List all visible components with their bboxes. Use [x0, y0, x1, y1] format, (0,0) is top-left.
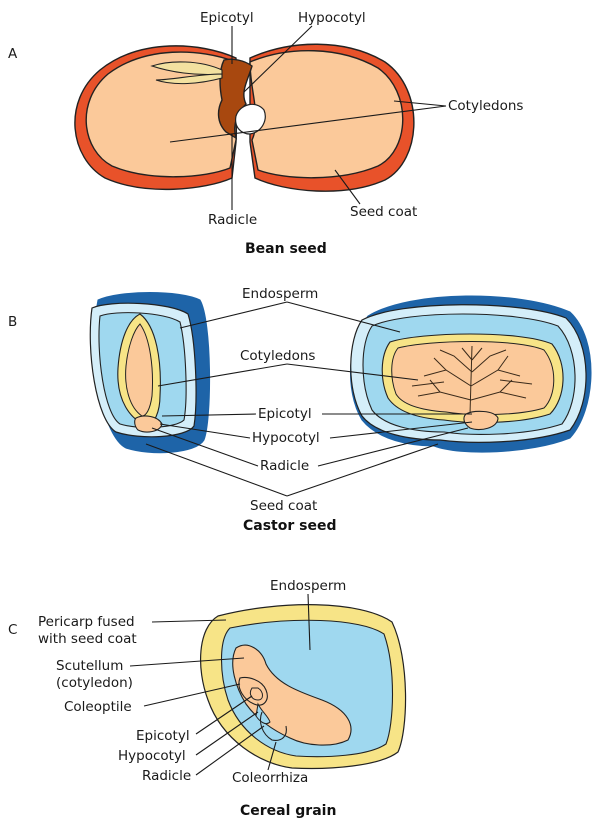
cereal-coleoptile-label: Coleoptile	[64, 699, 132, 715]
cereal-grain-panel: C Endosperm Pericarp fused with seed coa…	[8, 578, 406, 819]
cereal-coleorrhiza-label: Coleorrhiza	[232, 770, 308, 786]
panel-c-letter: C	[8, 622, 17, 638]
castor-cross-cotyledon	[392, 342, 554, 415]
panel-b-letter: B	[8, 314, 17, 330]
bean-cotyledons-label: Cotyledons	[448, 98, 523, 114]
castor-epicotyl-label: Epicotyl	[258, 406, 312, 422]
cereal-scutellum-label-1: Scutellum	[56, 658, 123, 674]
castor-seed-coat-leader-2	[287, 444, 438, 496]
bean-caption: Bean seed	[245, 241, 327, 257]
cereal-epicotyl-label: Epicotyl	[136, 728, 190, 744]
castor-endosperm-label: Endosperm	[242, 286, 318, 302]
cereal-hypocotyl-label: Hypocotyl	[118, 748, 186, 764]
castor-radicle-label: Radicle	[260, 458, 309, 474]
panel-a-letter: A	[8, 46, 18, 62]
castor-cotyledons-label: Cotyledons	[240, 348, 315, 364]
cereal-pericarp-label-2: with seed coat	[38, 631, 137, 647]
cereal-caption: Cereal grain	[240, 803, 336, 819]
castor-hypocotyl-label: Hypocotyl	[252, 430, 320, 446]
bean-epicotyl-label: Epicotyl	[200, 10, 254, 26]
castor-seed-panel: B	[8, 286, 591, 534]
cereal-endosperm-label: Endosperm	[270, 578, 346, 594]
cereal-radicle-label: Radicle	[142, 768, 191, 784]
bean-seed-panel: A Epicotyl Hypocotyl Cotyledons Radicle …	[8, 10, 523, 257]
castor-caption: Castor seed	[243, 518, 337, 534]
cereal-pericarp-label-1: Pericarp fused	[38, 614, 135, 630]
bean-seed-coat-label: Seed coat	[350, 204, 417, 220]
cereal-epicotyl	[250, 688, 262, 700]
castor-seed-coat-label: Seed coat	[250, 498, 317, 514]
bean-radicle-label: Radicle	[208, 212, 257, 228]
cereal-scutellum-label-2: (cotyledon)	[56, 675, 133, 691]
bean-hypocotyl-label: Hypocotyl	[298, 10, 366, 26]
